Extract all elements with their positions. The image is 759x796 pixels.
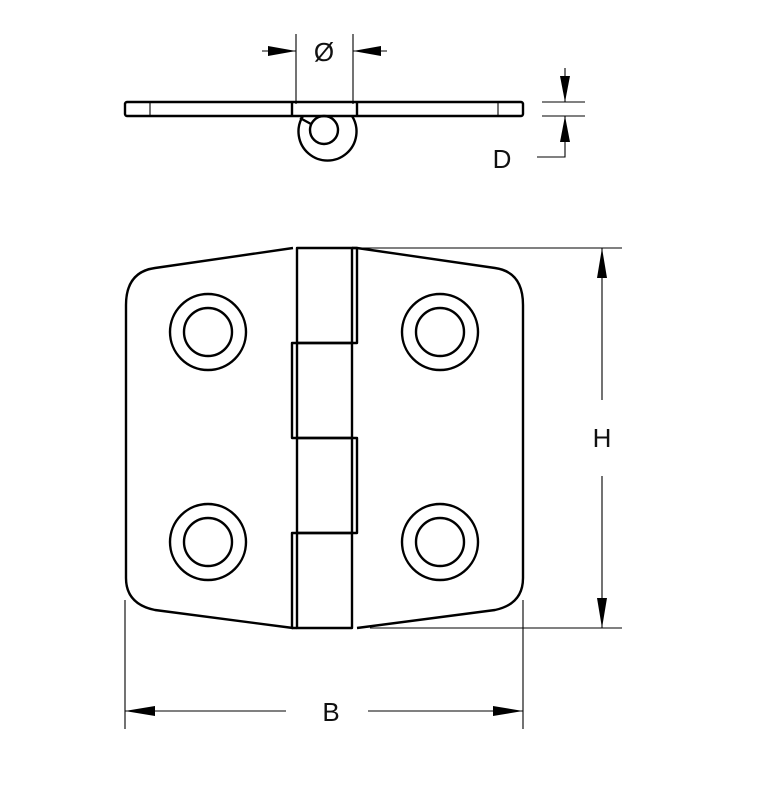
dia-arrow-left	[268, 46, 296, 56]
knuckle-3	[295, 436, 354, 535]
screw-hole-top-left	[168, 292, 248, 372]
thickness-label: D	[493, 144, 512, 174]
height-label: H	[593, 423, 612, 453]
diameter-label: Ø	[314, 37, 334, 67]
right-leaf-outline	[356, 246, 525, 630]
knuckle-leaf-join	[299, 116, 312, 126]
knuckle-outer	[297, 115, 358, 162]
front-view: H B	[124, 246, 622, 729]
screw-hole-bottom-left	[168, 502, 248, 582]
left-leaf-outline	[124, 246, 294, 630]
knuckle-4	[295, 531, 354, 630]
d-arrow-bottom	[560, 116, 570, 142]
b-arrow-right	[493, 706, 523, 716]
side-leaf-plate	[123, 100, 525, 118]
b-arrow-left	[125, 706, 155, 716]
h-arrow-top	[597, 248, 607, 278]
screw-hole-top-right	[400, 292, 480, 372]
d-arrow-top	[560, 76, 570, 102]
dia-arrow-right	[353, 46, 381, 56]
knuckle-1	[295, 246, 354, 345]
width-label: B	[322, 697, 339, 727]
pin-circle	[308, 114, 340, 146]
h-arrow-bottom	[597, 598, 607, 628]
side-view: Ø D	[123, 34, 585, 174]
knuckle-2	[295, 341, 354, 440]
screw-hole-bottom-right	[400, 502, 480, 582]
